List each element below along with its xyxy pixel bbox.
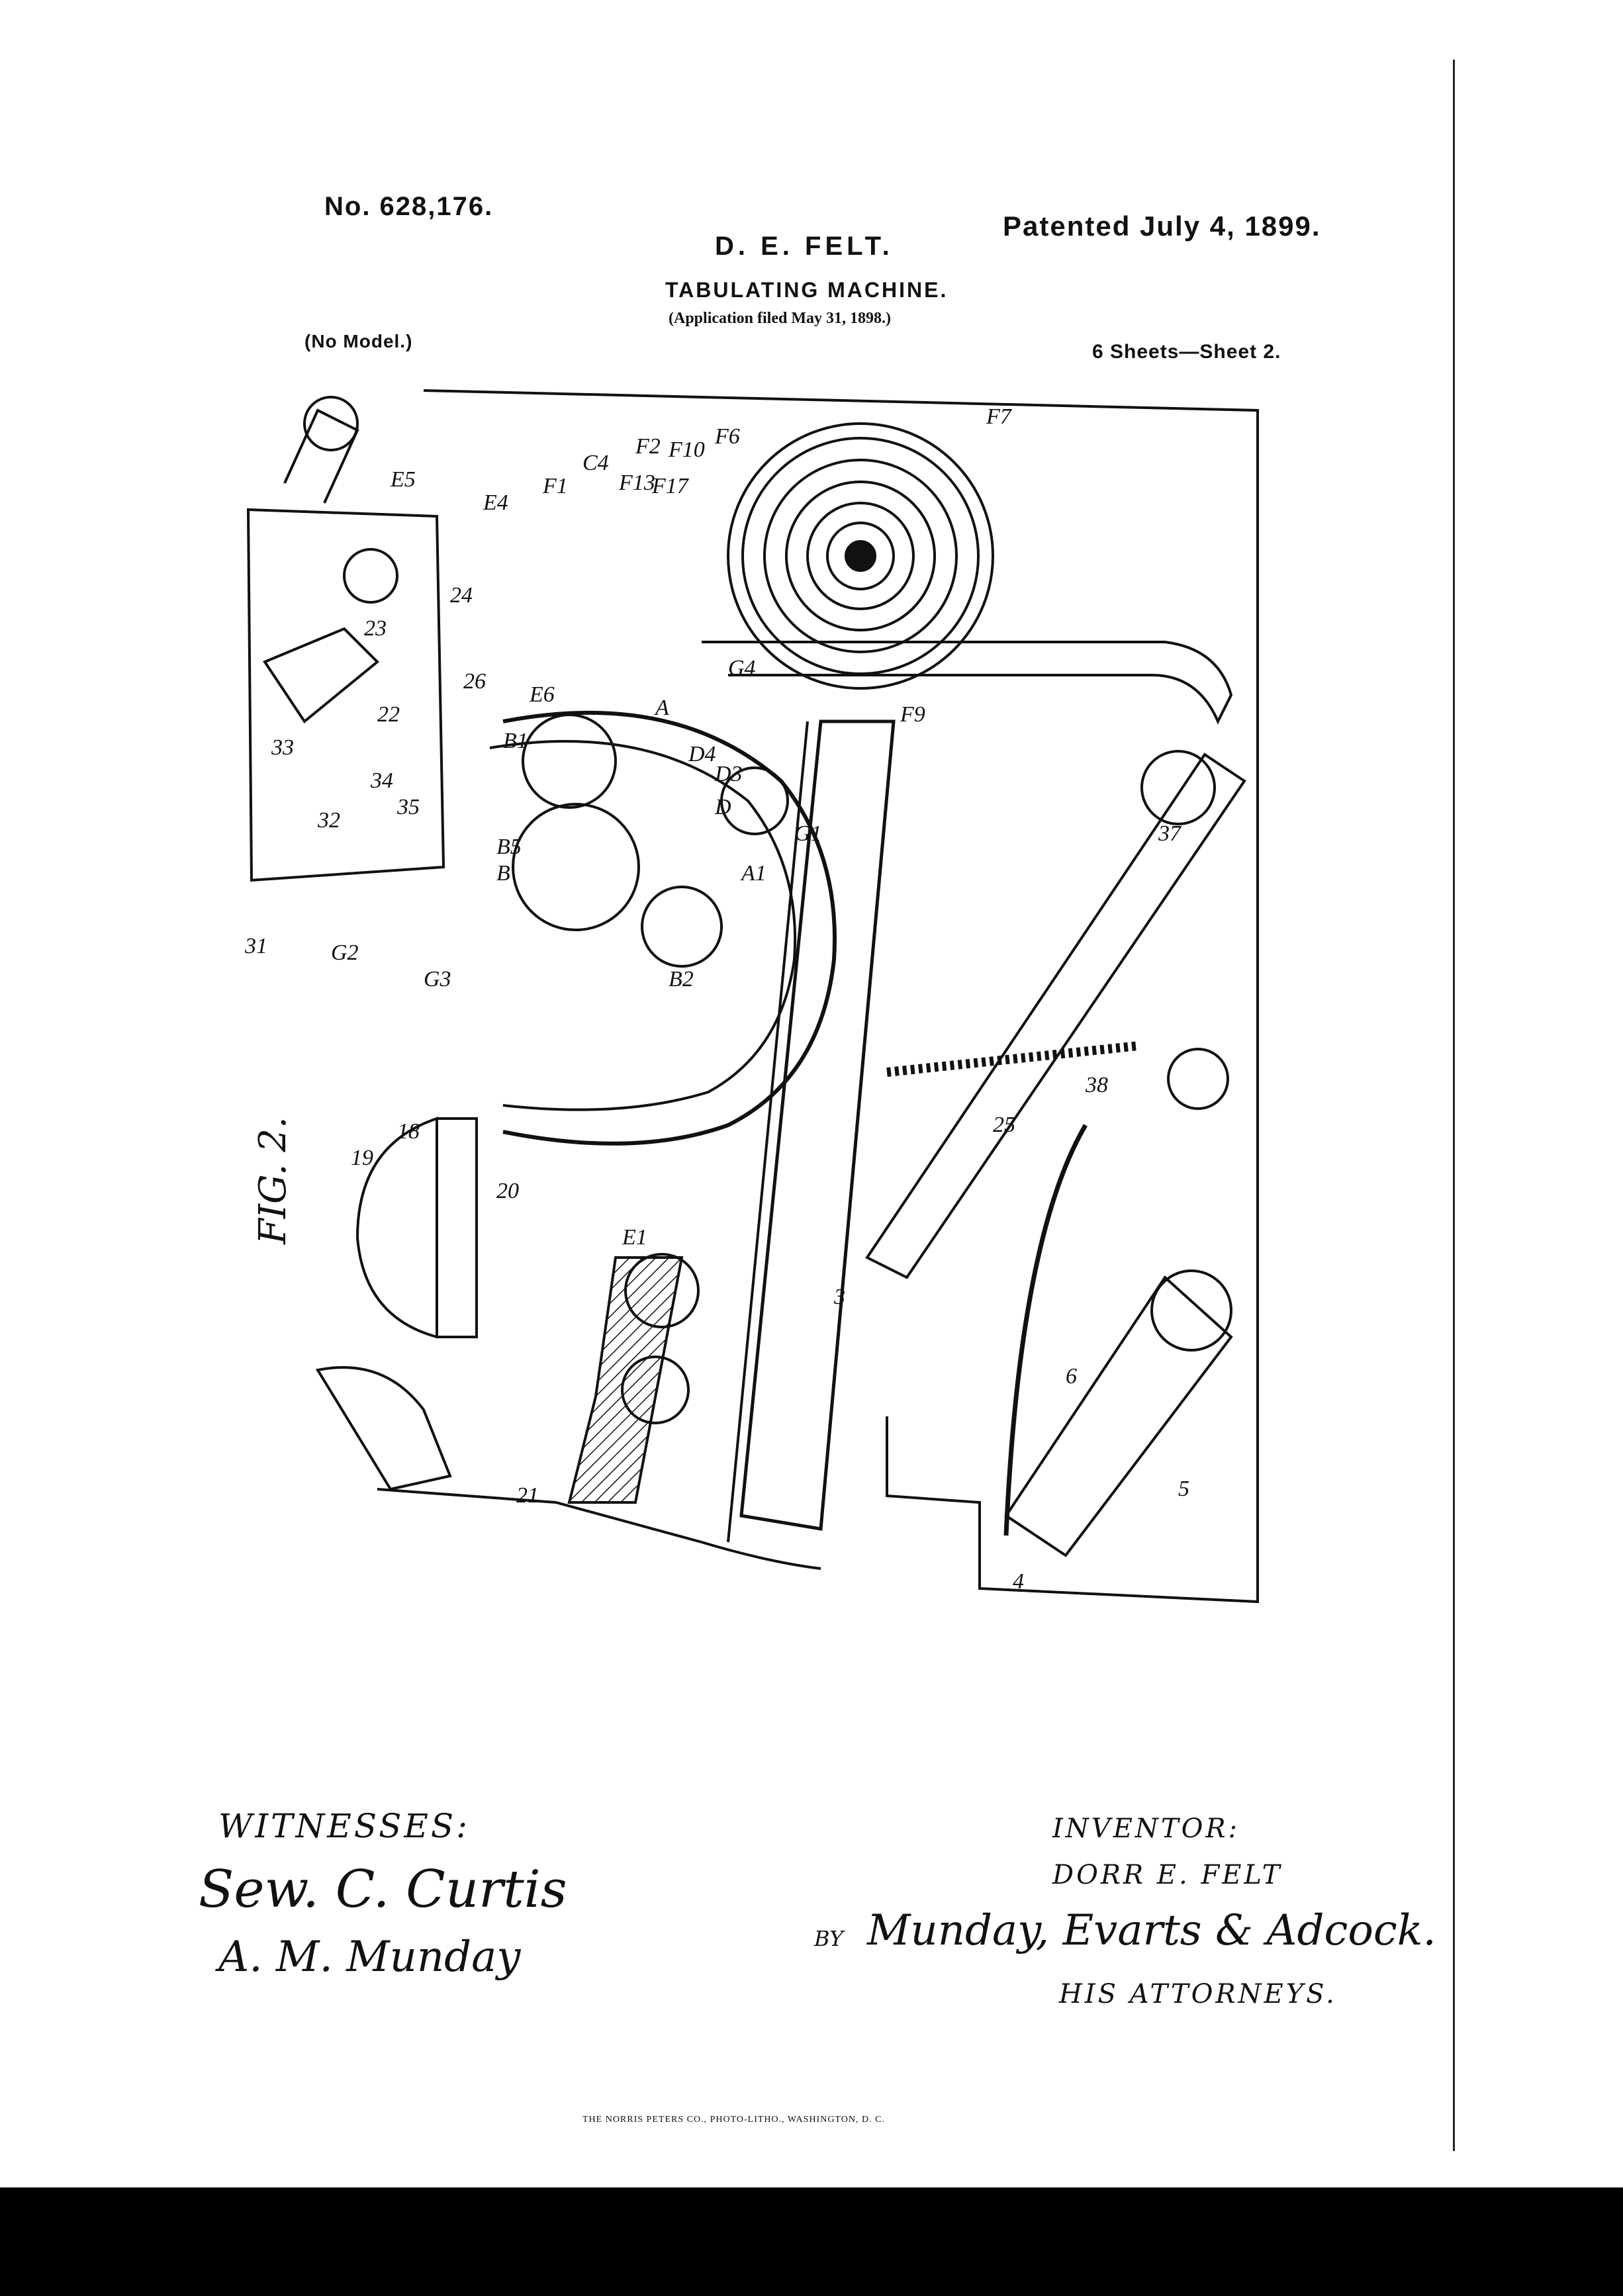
witness-signature-2: A. M. Munday bbox=[218, 1933, 521, 1982]
attorneys-label: HIS ATTORNEYS. bbox=[1059, 1979, 1337, 2009]
label-f13: F13 bbox=[618, 471, 655, 495]
attorneys-signature: Munday, Evarts & Adcock. bbox=[867, 1906, 1436, 1955]
roller-b2 bbox=[641, 886, 723, 968]
label-d4: D4 bbox=[688, 742, 716, 766]
dial bbox=[355, 1117, 438, 1339]
witnesses-label: WITNESSES: bbox=[218, 1807, 470, 1845]
sheets-note: 6 Sheets—Sheet 2. bbox=[1092, 341, 1281, 363]
label-e6: E6 bbox=[529, 682, 555, 707]
label-f6: F6 bbox=[714, 424, 740, 449]
label-21: 21 bbox=[516, 1483, 539, 1508]
model-note: (No Model.) bbox=[304, 331, 413, 351]
handle-e5 bbox=[283, 408, 359, 504]
lever-21 bbox=[315, 1366, 452, 1491]
document-title: TABULATING MACHINE. bbox=[665, 278, 949, 302]
link-25 bbox=[865, 753, 1246, 1279]
label-4: 4 bbox=[1013, 1569, 1024, 1594]
application-note: (Application filed May 31, 1898.) bbox=[669, 310, 891, 327]
frame-outline bbox=[423, 389, 1259, 1604]
label-25: 25 bbox=[993, 1113, 1015, 1137]
label-e1: E1 bbox=[622, 1225, 647, 1250]
page-edge-rule bbox=[1453, 60, 1455, 2151]
label-a1: A1 bbox=[740, 861, 766, 886]
patent-number: No. 628,176. bbox=[324, 192, 494, 221]
label-b: B bbox=[496, 861, 510, 886]
left-side-plate bbox=[246, 508, 445, 882]
label-b5: B5 bbox=[496, 835, 522, 859]
label-f17: F17 bbox=[651, 474, 690, 498]
roller-b bbox=[512, 803, 640, 931]
label-b1: B1 bbox=[503, 729, 528, 753]
hatched-block bbox=[567, 1256, 684, 1504]
label-a: A bbox=[654, 696, 669, 720]
label-22: 22 bbox=[377, 702, 400, 727]
inventor-label: INVENTOR: bbox=[1052, 1814, 1240, 1844]
hole-2 bbox=[1167, 1048, 1229, 1110]
label-d3: D3 bbox=[714, 762, 743, 786]
label-18: 18 bbox=[397, 1119, 420, 1144]
figure-label: FIG. 2. bbox=[252, 1117, 295, 1244]
bar-edge bbox=[727, 721, 809, 1543]
knob bbox=[303, 396, 359, 451]
hole-37 bbox=[1140, 750, 1216, 825]
label-g2: G2 bbox=[331, 941, 359, 965]
label-24-left: 24 bbox=[450, 583, 473, 608]
label-f2: F2 bbox=[635, 434, 661, 459]
label-f9: F9 bbox=[900, 702, 925, 727]
scan-bottom-border bbox=[0, 2187, 1623, 2296]
label-g4: G4 bbox=[728, 656, 756, 680]
label-b2: B2 bbox=[669, 967, 694, 991]
by-prefix: BY bbox=[814, 1926, 844, 1951]
label-33: 33 bbox=[271, 735, 294, 760]
reference-labels: E5 E4 F1 C4 F13 F2 F17 F10 F6 F7 24 23 2… bbox=[244, 404, 1189, 1594]
label-32: 32 bbox=[317, 808, 340, 833]
label-6: 6 bbox=[1066, 1364, 1077, 1389]
label-34: 34 bbox=[370, 768, 393, 793]
hole-5 bbox=[1150, 1269, 1232, 1352]
label-c4: C4 bbox=[582, 451, 609, 475]
roller-b1 bbox=[522, 713, 617, 809]
rod-6 bbox=[1003, 1124, 1088, 1536]
label-5: 5 bbox=[1178, 1477, 1189, 1501]
label-26: 26 bbox=[463, 669, 486, 694]
technical-drawing: E5 E4 F1 C4 F13 F2 F17 F10 F6 F7 24 23 2… bbox=[244, 389, 1259, 1604]
main-bar bbox=[739, 719, 896, 1531]
label-f1: F1 bbox=[542, 474, 568, 498]
label-37: 37 bbox=[1158, 821, 1182, 846]
label-e5: E5 bbox=[390, 467, 416, 492]
label-3: 3 bbox=[833, 1285, 845, 1309]
label-35: 35 bbox=[396, 795, 420, 819]
label-g1: G1 bbox=[794, 821, 822, 846]
label-f10: F10 bbox=[668, 437, 705, 462]
witness-signature-1: Sew. C. Curtis bbox=[199, 1860, 567, 1919]
inventor-signature: DORR E. FELT bbox=[1052, 1860, 1283, 1890]
patented-date: Patented July 4, 1899. bbox=[1003, 210, 1321, 242]
lever-5 bbox=[1004, 1275, 1233, 1557]
label-23: 23 bbox=[364, 616, 387, 641]
label-g3: G3 bbox=[424, 967, 451, 991]
lever-33 bbox=[262, 627, 379, 723]
coil-spring bbox=[727, 422, 994, 690]
label-d: D bbox=[714, 795, 731, 819]
spring-38 bbox=[886, 1041, 1139, 1077]
label-38: 38 bbox=[1085, 1073, 1108, 1097]
hole-1 bbox=[343, 548, 398, 604]
label-31: 31 bbox=[244, 934, 267, 958]
label-19: 19 bbox=[351, 1146, 373, 1170]
printer-credit: THE NORRIS PETERS CO., PHOTO-LITHO., WAS… bbox=[582, 2115, 885, 2125]
curved-guide bbox=[502, 710, 837, 1146]
label-20: 20 bbox=[496, 1179, 519, 1203]
arm-24 bbox=[702, 641, 1233, 725]
label-f7: F7 bbox=[986, 404, 1013, 429]
inventor-name-header: D. E. FELT. bbox=[715, 232, 894, 261]
label-e4: E4 bbox=[483, 490, 508, 515]
base-line bbox=[377, 1488, 821, 1570]
